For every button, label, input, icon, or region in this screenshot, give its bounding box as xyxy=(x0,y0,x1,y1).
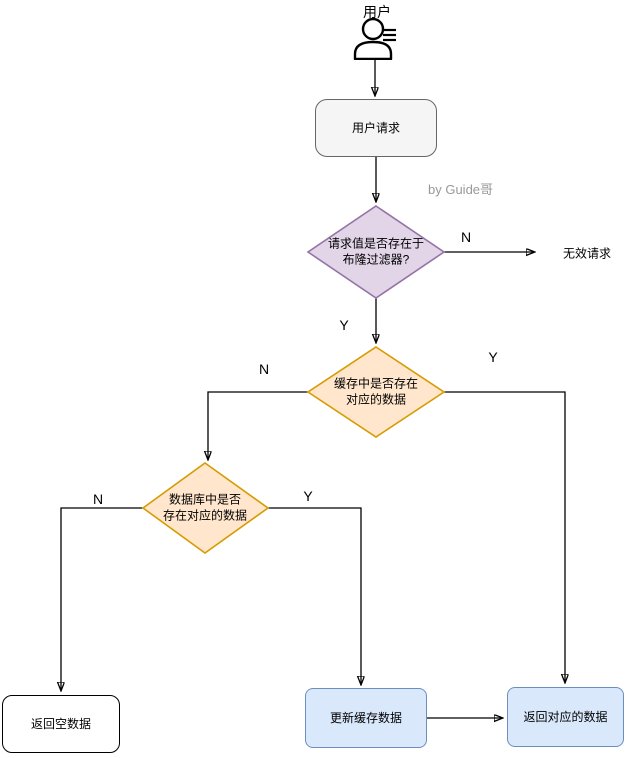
node-user-request-label: 用户请求 xyxy=(351,120,400,135)
edge-cache-y-to-return-data xyxy=(444,391,565,682)
node-return-empty: 返回空数据 xyxy=(2,695,120,753)
user-icon xyxy=(353,17,396,60)
node-return-empty-label: 返回空数据 xyxy=(30,716,91,731)
edge-db-y-to-update-cache xyxy=(268,507,361,684)
cache-decision-label: 缓存中是否存在 对应的数据 xyxy=(333,376,418,406)
db-decision-label: 数据库中是否 存在对应的数据 xyxy=(162,492,247,522)
edge-label-bloom-no: N xyxy=(460,229,472,245)
edge-label-db-yes: Y xyxy=(303,488,313,504)
edge-cache-n-to-db xyxy=(208,391,308,459)
node-return-data-label: 返回对应的数据 xyxy=(523,709,608,724)
node-update-cache: 更新缓存数据 xyxy=(305,688,427,748)
edge-label-cache-yes: Y xyxy=(488,349,498,365)
node-return-data: 返回对应的数据 xyxy=(507,687,624,747)
edge-label-db-no: N xyxy=(92,491,104,507)
bloom-filter-decision-shape xyxy=(306,205,446,299)
invalid-request-label: 无效请求 xyxy=(562,246,612,261)
actor-label: 用户 xyxy=(363,4,391,20)
cache-decision-shape xyxy=(306,346,446,438)
watermark: by Guide哥 xyxy=(428,182,494,197)
edge-label-bloom-yes: Y xyxy=(339,317,349,333)
node-user-request: 用户请求 xyxy=(315,99,437,157)
bloom-decision-label: 请求值是否存在于 布隆过滤器? xyxy=(327,236,424,266)
edge-label-cache-no: N xyxy=(258,361,270,377)
edge-db-n-to-return-empty xyxy=(61,507,143,690)
node-update-cache-label: 更新缓存数据 xyxy=(329,710,402,725)
db-decision-shape xyxy=(141,462,270,554)
